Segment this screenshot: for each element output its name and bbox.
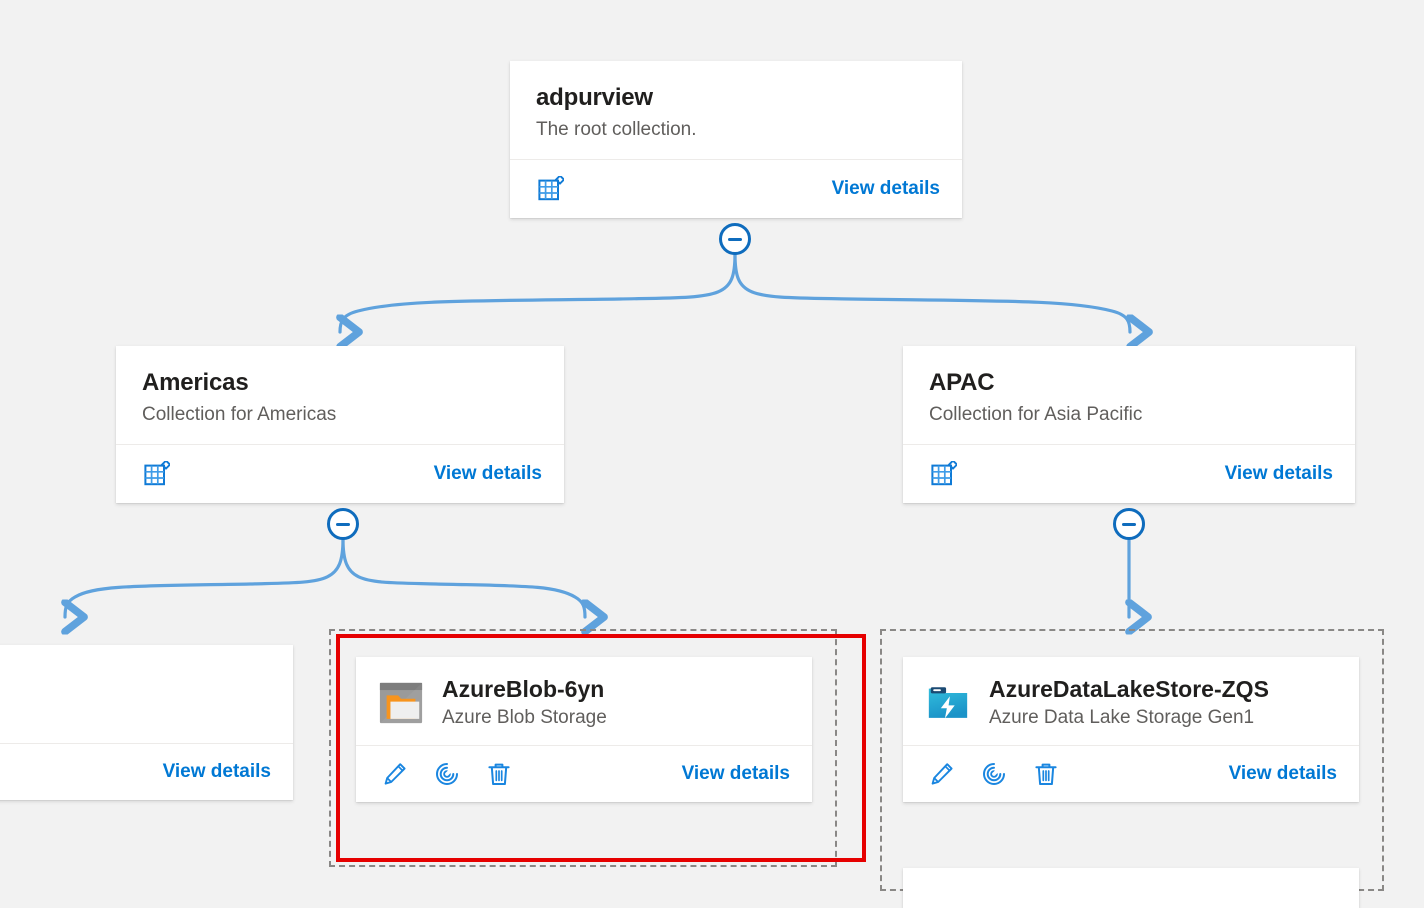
asset-text: AzureBlob-6yn Azure Blob Storage bbox=[442, 675, 607, 731]
asset-card-clipped-left[interactable]: View details bbox=[0, 645, 293, 800]
collapse-toggle-americas[interactable] bbox=[327, 508, 359, 540]
card-body: adpurview The root collection. bbox=[510, 61, 962, 159]
card-footer: View details bbox=[903, 444, 1355, 503]
view-details-link[interactable]: View details bbox=[162, 761, 271, 782]
scan-icon[interactable] bbox=[432, 759, 462, 789]
azure-data-lake-storage-icon bbox=[925, 680, 971, 726]
collection-title: Americas bbox=[142, 369, 249, 396]
collection-card-apac[interactable]: APAC Collection for Asia Pacific View de… bbox=[903, 346, 1355, 503]
card-footer: View details bbox=[116, 444, 564, 503]
collection-card-root[interactable]: adpurview The root collection. View deta… bbox=[510, 61, 962, 218]
asset-description: Azure Blob Storage bbox=[442, 707, 607, 728]
card-body bbox=[0, 645, 293, 743]
grid-new-collection-icon[interactable] bbox=[929, 459, 959, 489]
delete-icon[interactable] bbox=[484, 759, 514, 789]
asset-title: AzureBlob-6yn bbox=[442, 676, 605, 702]
asset-description: Azure Data Lake Storage Gen1 bbox=[989, 707, 1255, 728]
collection-description: Collection for Americas bbox=[142, 404, 337, 425]
asset-card-azure-data-lake[interactable]: AzureDataLakeStore-ZQS Azure Data Lake S… bbox=[903, 657, 1359, 802]
card-body: APAC Collection for Asia Pacific bbox=[903, 346, 1355, 444]
card-footer: View details bbox=[903, 745, 1359, 802]
view-details-link[interactable]: View details bbox=[831, 178, 940, 199]
card-body: AzureDataLakeStore-ZQS Azure Data Lake S… bbox=[903, 657, 1359, 745]
asset-text: AzureDataLakeStore-ZQS Azure Data Lake S… bbox=[989, 675, 1269, 731]
asset-card-azure-blob[interactable]: AzureBlob-6yn Azure Blob Storage bbox=[356, 657, 812, 802]
edit-icon[interactable] bbox=[927, 759, 957, 789]
edit-icon[interactable] bbox=[380, 759, 410, 789]
collection-card-americas[interactable]: Americas Collection for Americas View de… bbox=[116, 346, 564, 503]
collection-description: Collection for Asia Pacific bbox=[929, 404, 1143, 425]
collection-description: The root collection. bbox=[536, 119, 697, 140]
card-footer: View details bbox=[0, 743, 293, 800]
collection-title: APAC bbox=[929, 369, 995, 396]
card-footer: View details bbox=[356, 745, 812, 802]
grid-new-collection-icon[interactable] bbox=[536, 174, 566, 204]
view-details-link[interactable]: View details bbox=[1228, 763, 1337, 784]
view-details-link[interactable]: View details bbox=[681, 763, 790, 784]
grid-new-collection-icon[interactable] bbox=[142, 459, 172, 489]
view-details-link[interactable]: View details bbox=[1224, 463, 1333, 484]
card-body: AzureBlob-6yn Azure Blob Storage bbox=[356, 657, 812, 745]
collapse-toggle-root[interactable] bbox=[719, 223, 751, 255]
azure-blob-storage-icon bbox=[378, 680, 424, 726]
collapse-toggle-apac[interactable] bbox=[1113, 508, 1145, 540]
delete-icon[interactable] bbox=[1031, 759, 1061, 789]
card-body: Americas Collection for Americas bbox=[116, 346, 564, 444]
asset-title: AzureDataLakeStore-ZQS bbox=[989, 676, 1269, 702]
view-details-link[interactable]: View details bbox=[433, 463, 542, 484]
page-title: adpurview bbox=[536, 84, 653, 111]
card-footer: View details bbox=[510, 159, 962, 218]
scan-icon[interactable] bbox=[979, 759, 1009, 789]
asset-card-apac-next-partial[interactable] bbox=[903, 868, 1359, 908]
